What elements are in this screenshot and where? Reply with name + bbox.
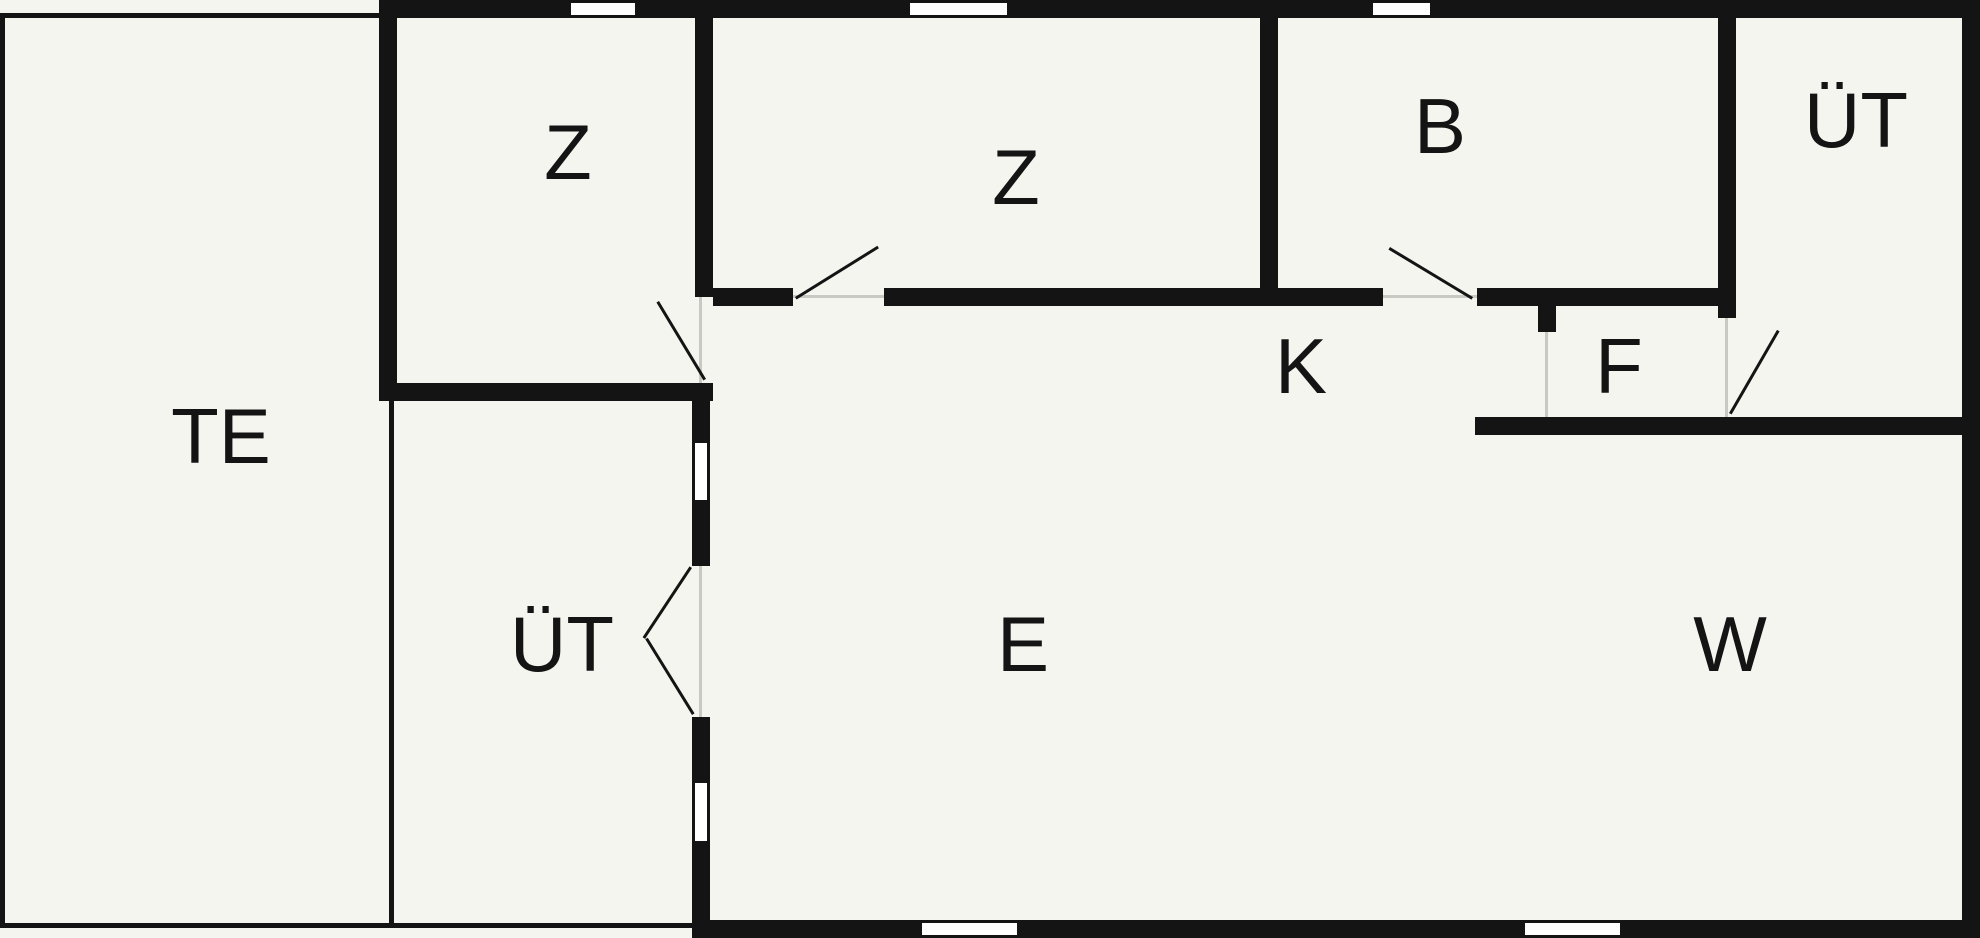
wall-top-1 — [379, 0, 568, 18]
room-label-z1: Z — [544, 108, 592, 196]
room-label-te: TE — [171, 392, 271, 480]
wall-bottom-2 — [1020, 920, 1522, 938]
wall-b-bottom-right — [1477, 288, 1718, 306]
wall-e-ut-b — [692, 503, 710, 566]
room-label-b: B — [1413, 82, 1467, 170]
room-label-e: E — [996, 600, 1050, 688]
door-swing-z2 — [795, 245, 879, 300]
window — [1370, 0, 1433, 18]
window — [1522, 920, 1623, 938]
wall-right — [1962, 0, 1980, 938]
wall-w-top — [1475, 417, 1980, 435]
wall-z1-bottom — [379, 383, 713, 401]
window — [692, 440, 710, 503]
wall-top-2 — [638, 0, 907, 18]
wall-thin-te-left — [0, 13, 5, 928]
wall-z2-b — [1260, 0, 1278, 306]
room-label-f: F — [1595, 322, 1643, 410]
wall-thin-te-top — [0, 13, 385, 18]
room-label-z2: Z — [992, 133, 1040, 221]
room-label-ut-top: ÜT — [1804, 76, 1908, 164]
window — [907, 0, 1010, 18]
window — [568, 0, 638, 18]
window — [919, 920, 1020, 938]
room-label-k: K — [1274, 322, 1328, 410]
threshold-line — [699, 566, 702, 717]
wall-top-3 — [1010, 0, 1370, 18]
wall-te-z1 — [379, 0, 397, 401]
wall-thin-te-ut-divider — [389, 401, 394, 928]
wall-thin-te-bottom — [0, 923, 697, 928]
threshold-line — [793, 295, 884, 298]
threshold-line — [1383, 295, 1477, 298]
threshold-line — [699, 297, 702, 383]
door-swing-ut-lower-2 — [645, 637, 695, 715]
wall-b-bottom-left — [1278, 288, 1383, 306]
wall-bottom-3 — [1623, 920, 1980, 938]
wall-e-ut-c — [692, 717, 710, 780]
room-label-w: W — [1693, 600, 1767, 688]
room-label-ut-lower: ÜT — [510, 600, 614, 688]
wall-ut-top-left — [1718, 0, 1736, 318]
wall-z2-bottom-right — [884, 288, 1260, 306]
window — [692, 780, 710, 844]
wall-e-ut-d — [692, 844, 710, 938]
wall-e-ut-a — [692, 401, 710, 440]
door-swing-ut-top — [1729, 329, 1780, 415]
wall-bottom-1 — [692, 920, 919, 938]
wall-f-stub — [1538, 300, 1556, 332]
wall-z2-bottom-left — [713, 288, 793, 306]
threshold-line — [1545, 332, 1548, 417]
wall-top-4 — [1433, 0, 1980, 18]
wall-z1-right — [695, 0, 713, 297]
door-swing-b — [1388, 247, 1474, 300]
threshold-line — [1725, 318, 1728, 417]
door-swing-ut-lower-1 — [642, 566, 692, 639]
